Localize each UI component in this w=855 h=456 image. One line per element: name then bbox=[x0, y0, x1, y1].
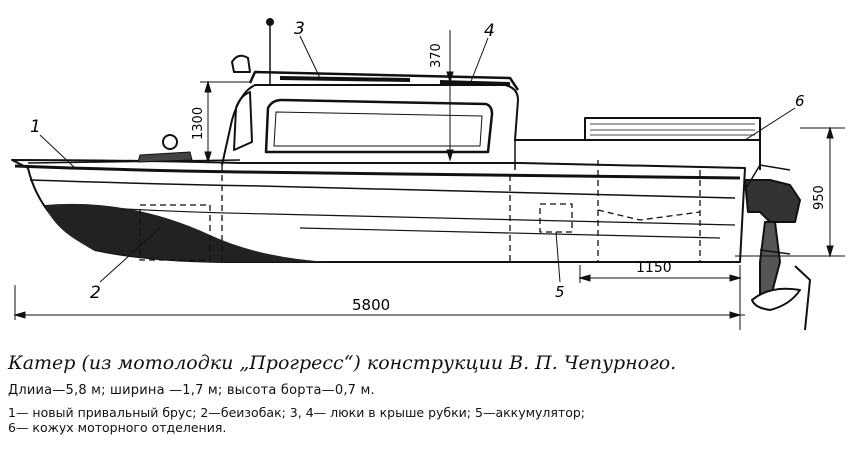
dim-overall-length: 5800 bbox=[352, 296, 390, 314]
cabin-window bbox=[264, 98, 494, 154]
caption-legend: 1— новый привальный брус; 2—беизобак; 3,… bbox=[8, 405, 848, 435]
rub-rail bbox=[14, 164, 741, 180]
legend-line-2: 6— кожух моторного отделения. bbox=[8, 420, 227, 435]
dim-roof-height: 370 bbox=[429, 43, 444, 68]
battery bbox=[539, 203, 573, 233]
callout-6: 6 bbox=[795, 92, 805, 110]
outboard-motor bbox=[744, 164, 811, 331]
callout-5: 5 bbox=[555, 283, 565, 301]
callout-3: 3 bbox=[294, 19, 305, 39]
dim-stern-offset: 1150 bbox=[636, 260, 672, 276]
dim-transom-height: 950 bbox=[812, 185, 827, 210]
boat-drawing: 1 2 3 4 5 6 5800 1150 1300 370 950 bbox=[11, 18, 845, 331]
legend-line-1: 1— новый привальный брус; 2—беизобак; 3,… bbox=[8, 405, 586, 420]
dim-cabin-height: 1300 bbox=[191, 107, 206, 140]
fuel-tank bbox=[139, 204, 211, 261]
engine-cover bbox=[584, 117, 761, 141]
callout-1: 1 bbox=[30, 117, 41, 137]
caption-specs: Длииа—5,8 м; ширина —1,7 м; высота борта… bbox=[8, 383, 375, 398]
chine-shading bbox=[45, 203, 330, 262]
callout-4: 4 bbox=[484, 21, 495, 41]
caption-title: Катер (из мотолодки „Прогресс“) конструк… bbox=[8, 352, 677, 374]
callout-2: 2 bbox=[90, 283, 101, 303]
